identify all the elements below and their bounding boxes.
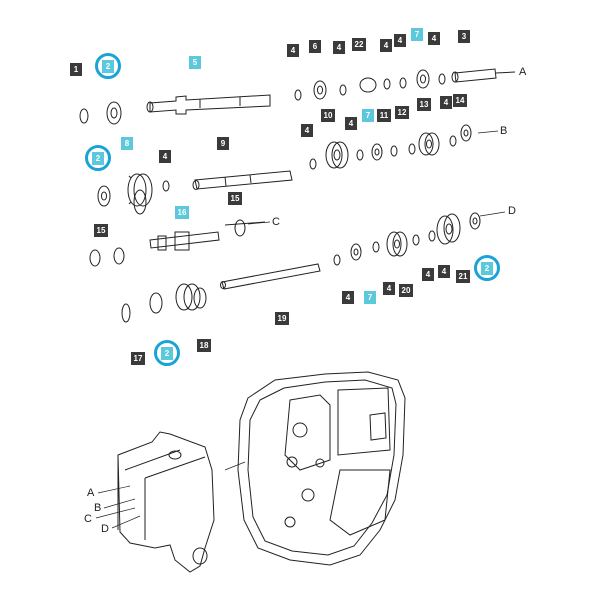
callout-4: 4 (342, 291, 354, 304)
callout-4: 4 (380, 39, 392, 52)
gear-20 (386, 231, 408, 257)
callout-20: 20 (399, 284, 413, 297)
callout-4: 4 (159, 150, 171, 163)
callout-11: 11 (377, 109, 391, 122)
callout-3: 3 (458, 30, 470, 43)
callout-4: 4 (438, 265, 450, 278)
callout-19: 19 (275, 312, 289, 325)
callout-15: 15 (94, 224, 108, 237)
ref-d: D (101, 523, 109, 535)
callout-4: 4 (428, 32, 440, 45)
shaft-16 (149, 221, 266, 251)
gear-18 (175, 283, 207, 311)
callout-7: 7 (364, 291, 376, 304)
callout-4: 4 (440, 96, 452, 109)
highlight-circle (154, 340, 180, 366)
callout-4: 4 (394, 34, 406, 47)
callout-7: 7 (411, 28, 423, 41)
callout-17: 17 (131, 352, 145, 365)
front-housing (117, 431, 215, 573)
callout-7: 7 (362, 109, 374, 122)
callout-2: 2 (102, 60, 114, 73)
ref-d: D (508, 205, 516, 217)
shaft-19 (220, 263, 321, 290)
callout-4: 4 (301, 124, 313, 137)
ref-a: A (87, 487, 95, 499)
ref-c: C (84, 513, 92, 525)
callout-4: 4 (383, 282, 395, 295)
highlight-circle (95, 53, 121, 79)
ref-c: C (272, 216, 280, 228)
gear-10 (325, 141, 349, 169)
callout-18: 18 (197, 339, 211, 352)
callout-2: 2 (481, 262, 493, 275)
main-shaft (192, 170, 293, 190)
callout-1: 1 (70, 63, 82, 76)
ref-a: A (519, 66, 527, 78)
callout-22: 22 (352, 38, 366, 51)
shaft-3 (451, 68, 516, 83)
bearings (79, 69, 481, 323)
callout-21: 21 (456, 270, 470, 283)
leader-lines (95, 130, 506, 529)
callout-4: 4 (345, 117, 357, 130)
callout-2: 2 (161, 347, 173, 360)
callout-2: 2 (92, 152, 104, 165)
callout-4: 4 (333, 41, 345, 54)
callout-12: 12 (395, 106, 409, 119)
callout-8: 8 (121, 137, 133, 150)
snap-rings (162, 73, 457, 266)
callout-4: 4 (422, 268, 434, 281)
callout-9: 9 (217, 137, 229, 150)
ref-b: B (500, 125, 508, 137)
callout-4: 4 (287, 44, 299, 57)
callout-5: 5 (189, 56, 201, 69)
highlight-circle (474, 255, 500, 281)
highlight-circle (85, 145, 111, 171)
callout-15: 15 (228, 192, 242, 205)
main-housing (237, 371, 406, 566)
callout-16: 16 (175, 206, 189, 219)
ref-b: B (94, 502, 102, 514)
callout-14: 14 (453, 94, 467, 107)
gear-13 (418, 132, 440, 156)
callout-13: 13 (417, 98, 431, 111)
callout-6: 6 (309, 40, 321, 53)
input-shaft (146, 94, 271, 115)
gear-8 (127, 173, 153, 215)
gear-21 (436, 213, 461, 245)
callout-10: 10 (321, 109, 335, 122)
